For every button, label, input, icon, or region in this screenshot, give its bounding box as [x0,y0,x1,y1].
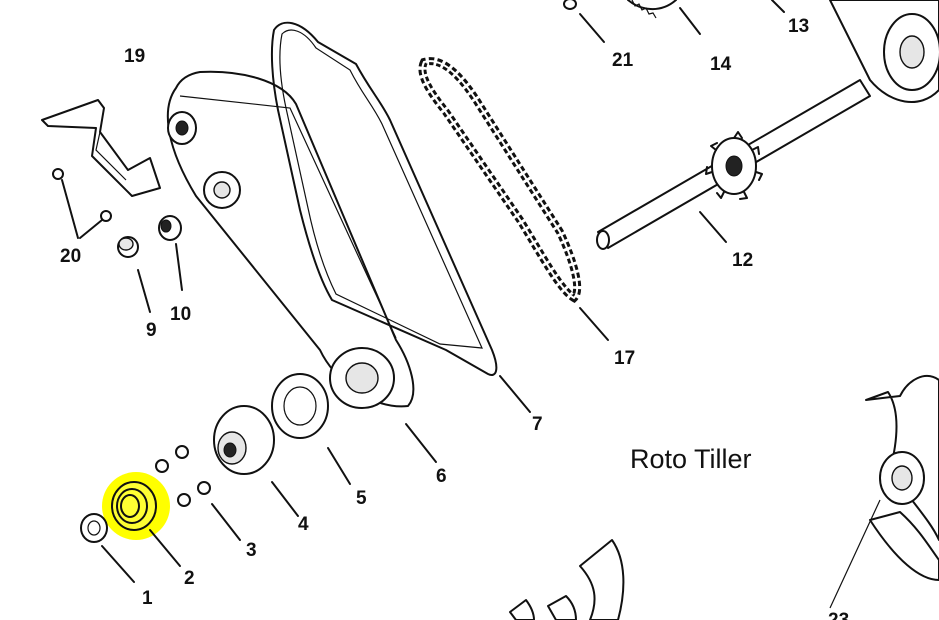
diagram-title: Roto Tiller [630,444,752,474]
part-21-washer[interactable] [563,0,577,10]
callout-6: 6 [436,466,447,487]
callout-1: 1 [142,588,153,609]
callout-4: 4 [298,514,309,535]
callout-3: 3 [246,540,257,561]
part-23-tines[interactable] [865,375,939,581]
callout-20: 20 [60,246,81,267]
part-6-chain-case[interactable] [166,70,415,409]
part-2-seal-highlighted[interactable] [102,472,170,540]
part-14-sprocket[interactable] [627,0,677,19]
callout-2: 2 [184,568,195,589]
callout-9: 9 [146,320,157,341]
callout-10: 10 [170,304,191,325]
part-20-screws[interactable] [52,168,112,239]
part-13-housing[interactable] [829,0,939,104]
part-10-bearing[interactable] [158,215,182,241]
part-9-bushing[interactable] [117,236,139,258]
part-7-gasket[interactable] [270,21,498,376]
callout-19: 19 [124,46,145,67]
callout-13: 13 [788,16,809,37]
part-3-nuts[interactable] [155,445,211,507]
callout-17: 17 [614,348,635,369]
callout-7: 7 [532,414,543,435]
part-19-bracket[interactable] [41,99,161,197]
callout-23: 23 [828,610,849,620]
part-5-gasket[interactable] [271,373,329,439]
part-1-washer[interactable] [80,513,108,543]
bottom-tines [509,539,625,620]
callout-21: 21 [612,50,634,71]
part-17-chain[interactable] [418,57,582,303]
part-4-flange[interactable] [213,405,275,475]
callout-14: 14 [710,54,732,75]
part-12-shaft[interactable] [596,79,871,250]
callout-5: 5 [356,488,367,509]
callout-12: 12 [732,250,753,271]
